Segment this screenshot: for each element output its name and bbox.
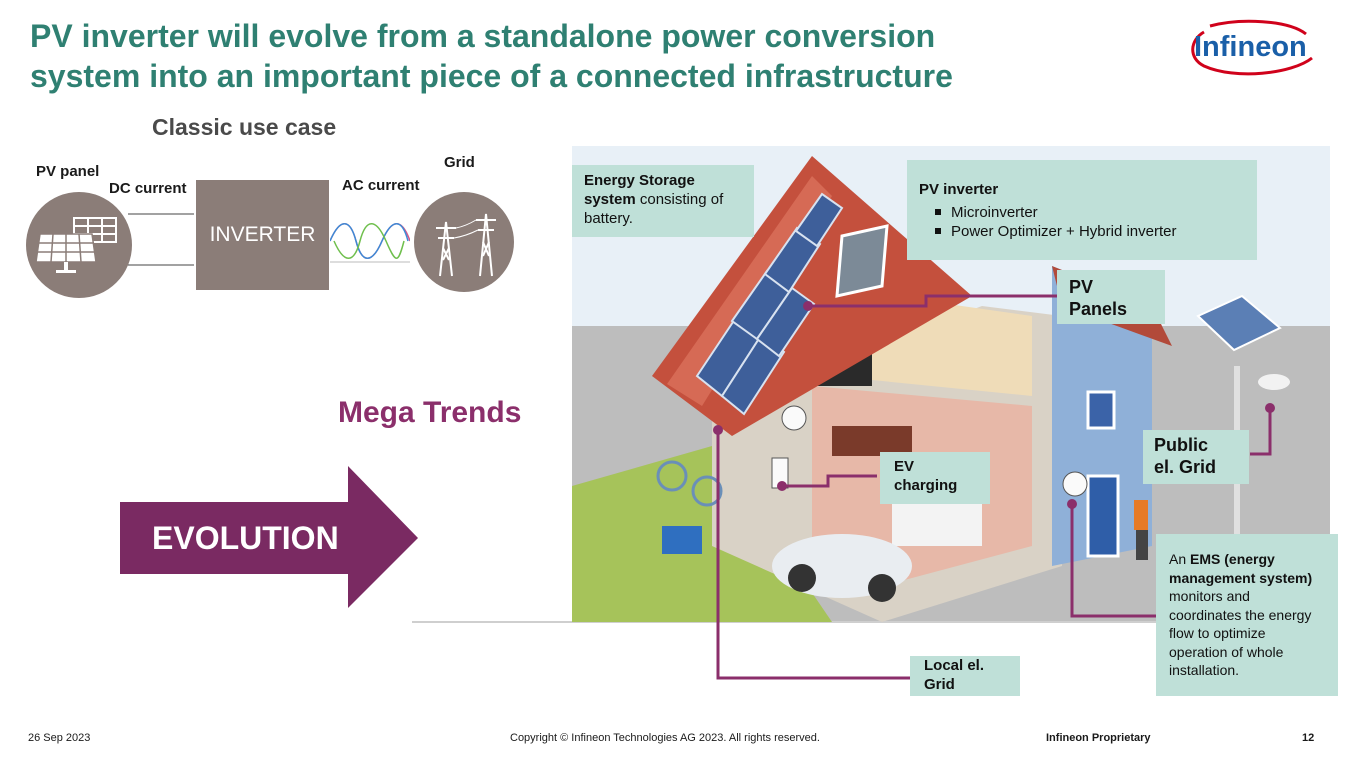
title-line-2: system into an important piece of a conn… xyxy=(30,58,953,94)
pv-inverter-item: Microinverter xyxy=(935,203,1245,222)
grid-label: Grid xyxy=(444,154,475,171)
public-grid-line-2: el. Grid xyxy=(1154,457,1217,477)
ev-charging-callout: EV charging xyxy=(880,452,990,504)
power-pylon-icon xyxy=(436,213,496,277)
ems-bold-text: EMS (energy management system) xyxy=(1169,551,1313,586)
pv-inverter-item: Power Optimizer + Hybrid inverter xyxy=(935,222,1245,241)
evolution-arrow-icon xyxy=(120,466,418,608)
solar-panel-icon xyxy=(35,217,117,273)
local-grid-callout: Local el. Grid xyxy=(910,656,1020,696)
footer-proprietary: Infineon Proprietary xyxy=(1046,732,1151,744)
pv-panel-label: PV panel xyxy=(36,163,100,180)
page-number: 12 xyxy=(1302,732,1315,744)
ems-pre-text: An xyxy=(1169,551,1191,567)
energy-storage-callout: Energy Storage system consisting of batt… xyxy=(572,165,754,237)
pv-panels-line-1: PV xyxy=(1069,277,1094,297)
pv-inverter-list: Microinverter Power Optimizer + Hybrid i… xyxy=(919,203,1245,241)
dc-current-label: DC current xyxy=(109,180,187,197)
grid-circle xyxy=(414,192,514,292)
mega-trends-heading: Mega Trends xyxy=(338,396,522,429)
pv-panels-line-2: Panels xyxy=(1069,299,1128,319)
local-grid-line-2: Grid xyxy=(924,676,955,693)
footer-copyright: Copyright © Infineon Technologies AG 202… xyxy=(510,732,820,744)
public-grid-callout: Public el. Grid xyxy=(1143,430,1249,484)
logo-text: Infineon xyxy=(1194,31,1307,63)
footer-date: 26 Sep 2023 xyxy=(28,732,91,744)
inverter-label: INVERTER xyxy=(209,223,316,246)
ev-charging-line-1: EV xyxy=(894,458,915,475)
local-grid-line-1: Local el. xyxy=(924,657,985,674)
inverter-box: INVERTER xyxy=(196,180,329,290)
title-line-1: PV inverter will evolve from a standalon… xyxy=(30,18,936,54)
infineon-logo: Infineon xyxy=(1180,14,1320,76)
pv-panels-callout: PV Panels xyxy=(1057,270,1165,324)
storage-rest-text: consisting of battery. xyxy=(584,191,724,227)
ac-current-label: AC current xyxy=(342,177,420,194)
ac-sine-waves-icon xyxy=(330,223,410,263)
ev-charging-line-2: charging xyxy=(894,477,958,494)
slide-title: PV inverter will evolve from a standalon… xyxy=(30,16,1050,96)
storage-bold-text: Energy Storage system xyxy=(584,172,695,208)
ems-rest-text: monitors and coordinates the energy flow… xyxy=(1169,588,1312,678)
pv-inverter-callout: PV inverter Microinverter Power Optimize… xyxy=(907,160,1257,260)
infineon-logo-swoosh-icon: Infineon xyxy=(1191,19,1313,76)
public-grid-line-1: Public xyxy=(1154,435,1209,455)
dc-lines xyxy=(128,213,194,266)
classic-heading: Classic use case xyxy=(152,114,337,140)
ems-callout: An EMS (energy management system) monito… xyxy=(1156,534,1338,696)
pv-panel-circle xyxy=(26,192,132,298)
pv-inverter-title: PV inverter xyxy=(919,181,999,198)
evolution-label: EVOLUTION xyxy=(152,520,339,556)
